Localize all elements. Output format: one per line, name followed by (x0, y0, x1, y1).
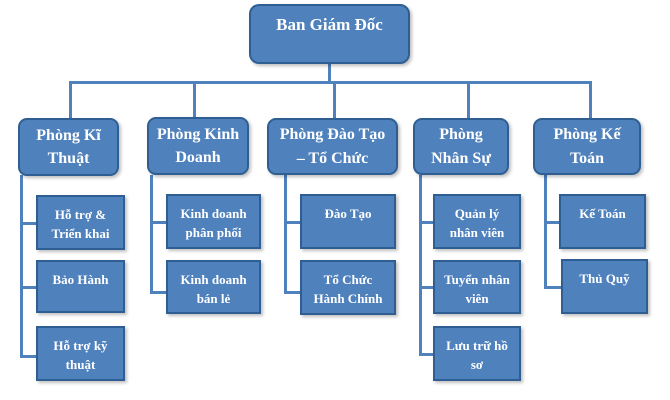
node-label: Ban Giám Đốc (276, 15, 383, 34)
node-label: Tổ Chức Hành Chính (313, 272, 383, 306)
node-label: Bảo Hành (52, 272, 109, 287)
node-unit-support-deployment: Hỗ trợ & Triển khai (36, 195, 125, 250)
branch-4-3 (419, 353, 434, 356)
node-unit-treasurer: Thủ Quỹ (561, 259, 648, 314)
node-label: Lưu trữ hồ sơ (446, 338, 508, 372)
spine-dept-5 (544, 175, 547, 289)
branch-1-3 (20, 355, 37, 358)
node-unit-training: Đào Tạo (300, 194, 396, 249)
spine-dept-1 (20, 175, 23, 358)
node-label: Thủ Quỹ (579, 271, 630, 286)
branch-1-1 (20, 222, 37, 225)
branch-1-2 (20, 286, 37, 289)
branch-4-2 (419, 286, 434, 289)
branch-2-1 (150, 221, 167, 224)
node-unit-staff-management: Quản lý nhân viên (433, 194, 521, 249)
node-label: Hỗ trợ & Triển khai (51, 207, 110, 241)
connector-dept-2 (193, 81, 196, 119)
connector-dept-5 (589, 81, 592, 119)
node-label: Phòng Đào Tạo – Tổ Chức (279, 126, 386, 167)
node-label: Phòng Nhân Sự (431, 126, 491, 167)
node-unit-warranty: Bảo Hành (36, 260, 125, 313)
node-label: Kinh doanh phân phối (180, 206, 247, 240)
node-unit-distribution-sales: Kinh doanh phân phối (166, 194, 261, 249)
node-unit-recruitment: Tuyển nhân viên (433, 260, 521, 314)
node-label: Phòng Kế Toán (553, 126, 621, 167)
node-label: Phòng Kĩ Thuật (36, 126, 101, 167)
connector-horizontal-bus (69, 81, 592, 84)
connector-dept-4 (467, 81, 470, 119)
connector-dept-3 (333, 81, 336, 119)
node-unit-accountant: Kế Toán (559, 194, 646, 249)
node-unit-technical-support: Hỗ trợ kỹ thuật (36, 326, 125, 381)
spine-dept-2 (150, 175, 153, 294)
node-dept-sales: Phòng Kinh Doanh (147, 117, 249, 175)
node-dept-technical: Phòng Kĩ Thuật (18, 118, 119, 176)
spine-dept-4 (419, 175, 422, 356)
node-unit-retail-sales: Kinh doanh bán lẻ (166, 260, 261, 314)
node-unit-records-storage: Lưu trữ hồ sơ (433, 326, 521, 381)
node-label: Quản lý nhân viên (449, 206, 505, 240)
branch-3-2 (284, 291, 301, 294)
node-label: Đào Tạo (324, 206, 372, 221)
branch-3-1 (284, 221, 301, 224)
node-label: Kế Toán (579, 206, 626, 221)
node-label: Hỗ trợ kỹ thuật (53, 338, 108, 372)
node-label: Phòng Kinh Doanh (156, 125, 240, 166)
node-label: Kinh doanh bán lẻ (180, 272, 247, 306)
branch-2-2 (150, 291, 167, 294)
node-dept-human-resources: Phòng Nhân Sự (413, 118, 509, 175)
node-label: Tuyển nhân viên (444, 272, 510, 306)
node-dept-training-organization: Phòng Đào Tạo – Tổ Chức (267, 118, 398, 175)
branch-5-1 (544, 221, 561, 224)
branch-5-2 (544, 286, 561, 289)
branch-4-1 (419, 221, 434, 224)
spine-dept-3 (284, 175, 287, 294)
connector-root-down (328, 63, 331, 83)
node-board-of-directors: Ban Giám Đốc (249, 4, 410, 64)
node-dept-accounting: Phòng Kế Toán (533, 118, 641, 175)
node-unit-administration: Tổ Chức Hành Chính (300, 260, 396, 315)
connector-dept-1 (69, 81, 72, 119)
